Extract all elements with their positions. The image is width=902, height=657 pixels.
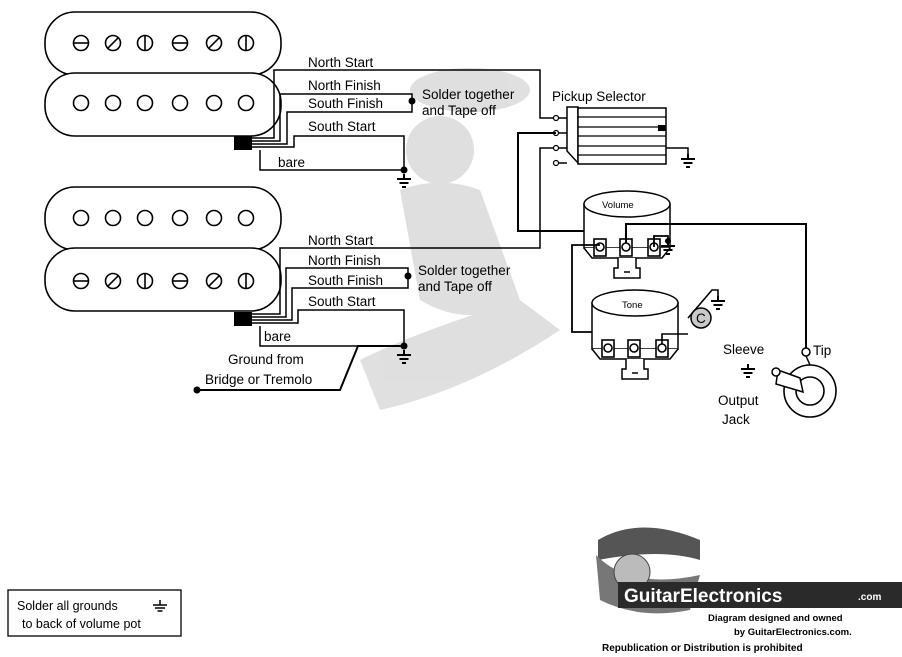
- neck-solder-note-line2: and Tape off: [422, 103, 496, 118]
- neck-south-start-label: South Start: [308, 119, 376, 134]
- ground-symbol-icon: [153, 600, 167, 612]
- tone-pot: [591, 289, 679, 380]
- logo-line2: by GuitarElectronics.com.: [734, 627, 852, 638]
- pickup-selector-label: Pickup Selector: [552, 89, 646, 104]
- output-jack-label-line2: Jack: [722, 412, 750, 427]
- note-line2: to back of volume pot: [22, 617, 141, 631]
- solder-grounds-note: Solder all grounds to back of volume pot: [7, 589, 182, 637]
- bridge-solder-note-line2: and Tape off: [418, 279, 492, 294]
- neck-bare-label: bare: [278, 155, 305, 170]
- bridge-solder-note-line1: Solder together: [418, 263, 511, 278]
- logo-brand: GuitarElectronics: [624, 586, 782, 607]
- guitarelectronics-logo: GuitarElectronics .com Diagram designed …: [596, 527, 902, 654]
- tip-label: Tip: [813, 343, 831, 358]
- pickup-selector-switch: [552, 106, 667, 167]
- bridge-north-finish-label: North Finish: [308, 253, 381, 268]
- bridge-south-start-label: South Start: [308, 294, 376, 309]
- logo-line3: Republication or Distribution is prohibi…: [602, 643, 803, 654]
- note-line1: Solder all grounds: [17, 599, 118, 613]
- output-jack: [771, 347, 837, 418]
- capacitor-label: C: [696, 311, 706, 326]
- volume-pot: [583, 190, 671, 279]
- logo-tld: .com: [858, 592, 881, 603]
- tone-label: Tone: [622, 300, 643, 311]
- volume-label: Volume: [602, 200, 634, 211]
- neck-solder-note-line1: Solder together: [422, 87, 515, 102]
- sleeve-label: Sleeve: [723, 342, 764, 357]
- logo-line1: Diagram designed and owned: [708, 613, 843, 624]
- neck-pickup-wires: [252, 69, 556, 171]
- ground-note-line2: Bridge or Tremolo: [205, 372, 312, 387]
- neck-humbucker: [44, 11, 282, 150]
- bridge-north-start-label: North Start: [308, 233, 374, 248]
- neck-south-finish-label: South Finish: [308, 96, 383, 111]
- output-jack-label-line1: Output: [718, 393, 759, 408]
- bridge-humbucker: [44, 186, 282, 326]
- tone-capacitor: C: [690, 307, 712, 329]
- neck-north-start-label: North Start: [308, 55, 374, 70]
- neck-north-finish-label: North Finish: [308, 78, 381, 93]
- ground-note-line1: Ground from: [228, 352, 304, 367]
- bridge-bare-label: bare: [264, 329, 291, 344]
- bridge-pickup-wires: [252, 147, 556, 347]
- bridge-south-finish-label: South Finish: [308, 273, 383, 288]
- watermark: [360, 68, 560, 410]
